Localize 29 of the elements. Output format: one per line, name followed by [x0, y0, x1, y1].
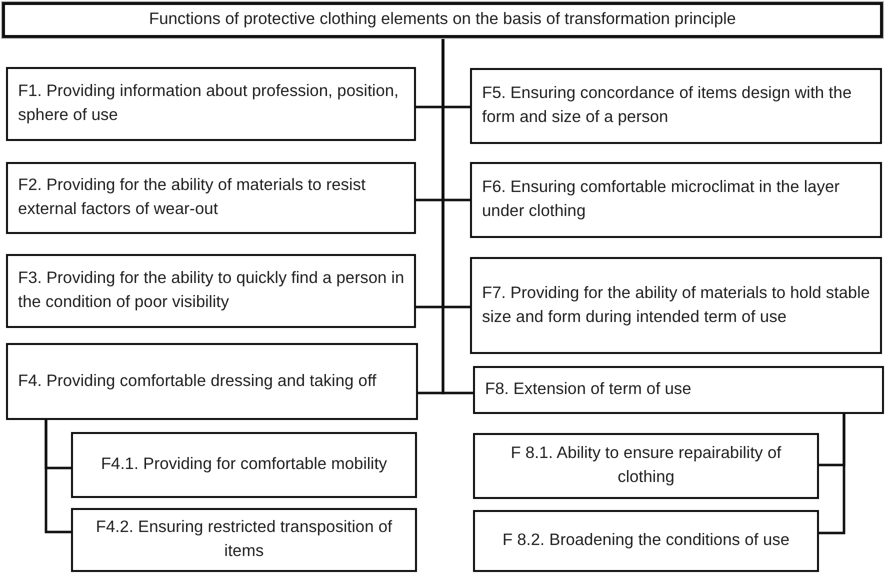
connector-line — [819, 414, 846, 534]
function-box — [473, 510, 819, 572]
connector-line — [442, 38, 473, 394]
function-text: F 8.1. Ability to ensure repairability of clothing — [510, 443, 782, 488]
function-text: F4.2. Ensuring restricted transposition of items — [94, 517, 394, 562]
function-text: F4.1. Providing for comfortable mobility — [100, 454, 388, 476]
title-box — [2, 2, 883, 38]
function-text: F8. Extension of term of use — [485, 379, 692, 400]
function-box — [473, 433, 819, 499]
function-box — [71, 432, 417, 498]
function-box — [473, 366, 884, 414]
title-text: Functions of protective clothing elements on the basis of transformation principle — [149, 9, 736, 30]
function-box — [6, 67, 416, 141]
function-box — [71, 508, 417, 572]
function-box — [470, 257, 882, 354]
function-text: F1. Providing information about profession, position, sphere of use — [18, 81, 400, 126]
function-box — [6, 162, 416, 234]
function-text: F3. Providing for the ability to quickly find a person in the condition of poor visibility — [18, 268, 406, 313]
function-text: F7. Providing for the ability of materials to hold stable size and form during intended term of use — [482, 282, 871, 328]
function-box — [6, 343, 418, 420]
function-box — [470, 68, 882, 144]
function-box — [470, 162, 882, 238]
function-text: F2. Providing for the ability of materials to resist external factors of wear-out — [18, 175, 367, 220]
function-text: F6. Ensuring comfortable microclimat in the layer under clothing — [482, 177, 841, 222]
function-box — [6, 254, 416, 328]
function-text: F4. Providing comfortable dressing and taking off — [18, 370, 376, 392]
function-text: F5. Ensuring concordance of items design with the form and size of a person — [482, 83, 853, 128]
connector-line — [44, 420, 71, 534]
function-text: F 8.2. Broadening the conditions of use — [502, 530, 790, 552]
